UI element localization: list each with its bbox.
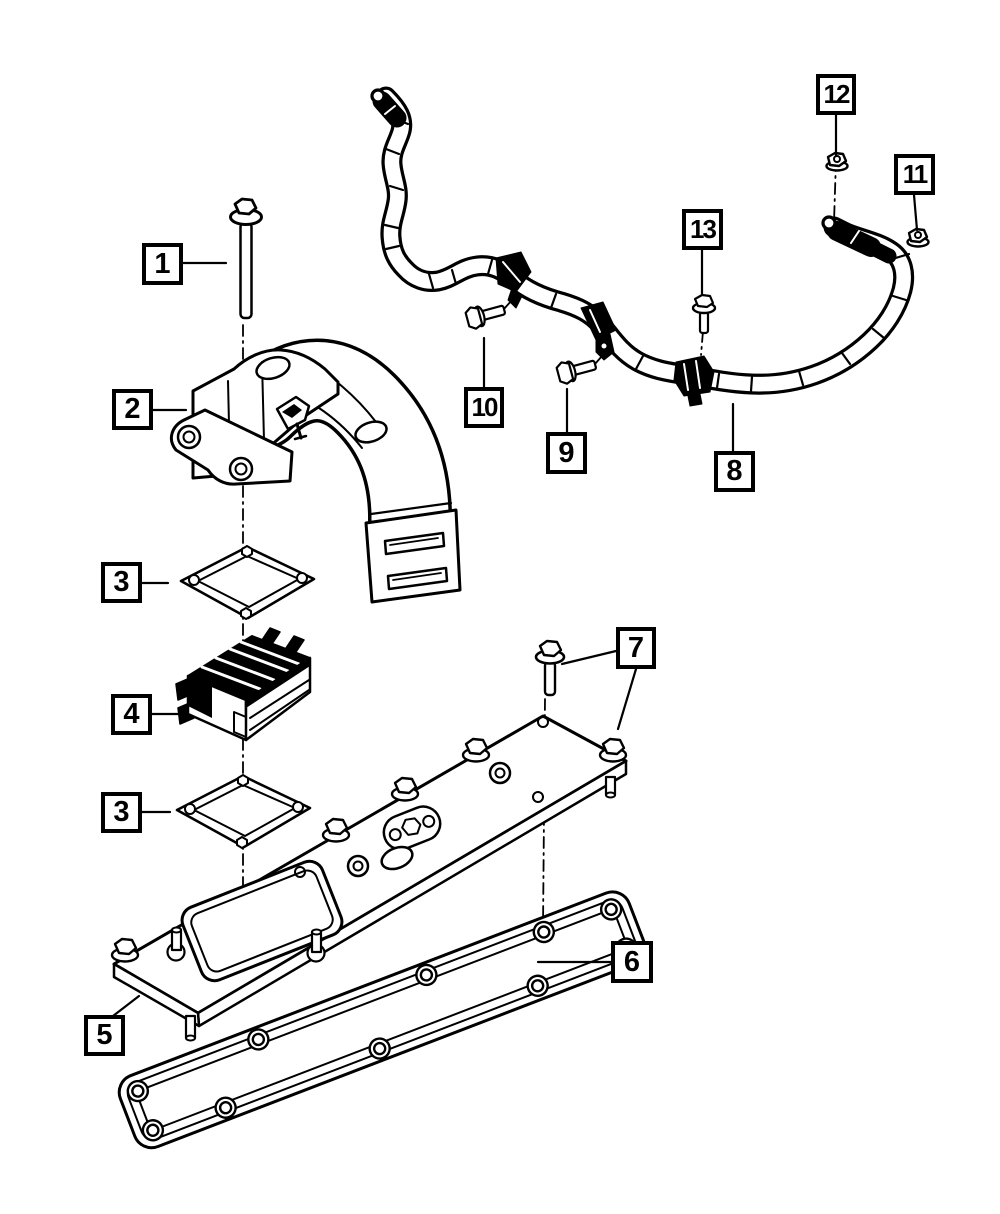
part-5-intake-manifold-plate: [110, 714, 628, 1042]
leader-line: [560, 649, 618, 666]
part-10-clip-screw: [464, 299, 513, 330]
callout-air-intake-connector[interactable]: 2: [112, 389, 153, 430]
callout-air-heater-element[interactable]: 4: [111, 694, 152, 735]
part-1-long-mounting-bolt: [229, 197, 263, 320]
part-9-clamp-screw: [555, 355, 603, 385]
leader-lines: [111, 113, 919, 1018]
callout-stud-nut[interactable]: 12: [816, 74, 856, 115]
leader-line: [887, 252, 911, 262]
leader-line: [616, 667, 638, 731]
part-3-heater-gasket-upper: [179, 545, 316, 620]
callout-intake-manifold-plate[interactable]: 5: [84, 1015, 125, 1056]
leader-line: [111, 994, 141, 1018]
part-4-air-heater-element: [175, 627, 312, 742]
plate-port-opening: [180, 859, 344, 983]
plate-bolts: [110, 737, 628, 963]
callout-long-mounting-bolt[interactable]: 1: [142, 243, 183, 285]
harness-clamp: [580, 301, 617, 361]
harness-clip: [495, 251, 532, 309]
plate-hanging-studs: [184, 775, 617, 1042]
callout-junction-bolt[interactable]: 13: [682, 209, 723, 250]
center-dash-line: [700, 330, 704, 356]
callout-wiring-harness[interactable]: 8: [714, 451, 755, 492]
part-8-wiring-harness: [370, 86, 915, 407]
callout-heater-gasket-lower[interactable]: 3: [101, 792, 142, 833]
leader-line: [912, 193, 919, 232]
part-3-heater-gasket-lower: [175, 774, 312, 849]
harness-junction: [673, 355, 715, 407]
harness-connector-end: [370, 88, 407, 128]
plate-studs: [166, 926, 326, 963]
harness-ring-terminal: [821, 215, 897, 264]
part-11-terminal-nut: [906, 227, 930, 248]
part-2-air-intake-connector: [169, 338, 462, 604]
callout-clamp-screw[interactable]: 9: [546, 432, 587, 474]
part-13-junction-bolt: [691, 293, 717, 335]
callout-clip-screw[interactable]: 10: [464, 387, 504, 428]
callout-manifold-gasket[interactable]: 6: [611, 941, 653, 983]
callout-plate-bolt[interactable]: 7: [616, 627, 656, 669]
part-7-plate-bolt: [534, 639, 566, 697]
callout-heater-gasket-upper[interactable]: 3: [101, 562, 142, 603]
sensor-fitting: [275, 395, 311, 441]
outlet-flange: [364, 508, 462, 604]
plate-bracket: [382, 805, 442, 851]
callout-terminal-nut[interactable]: 11: [894, 154, 935, 195]
